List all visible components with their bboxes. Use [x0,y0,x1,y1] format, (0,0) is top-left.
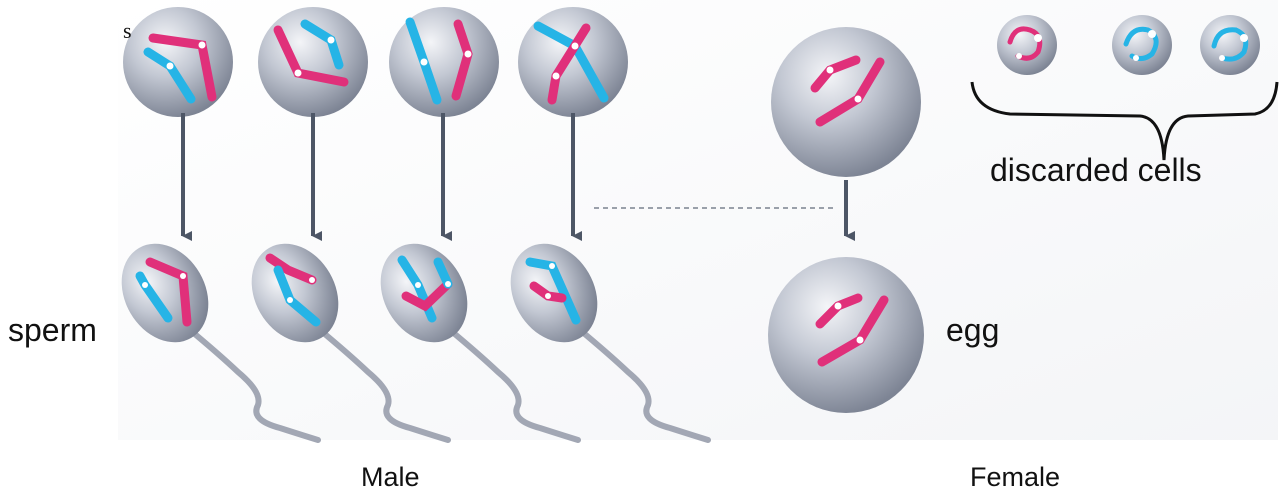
male-precursor-cell-1 [123,7,233,117]
male-precursor-cell-4 [518,7,628,117]
corner-fragment-label: s [123,18,132,44]
egg-cell-icon [768,257,924,413]
female-label: Female [970,462,1060,493]
egg-label: egg [946,312,999,349]
male-precursor-cell-2 [258,7,368,117]
discarded-cells-label: discarded cells [990,152,1202,189]
male-precursor-cell-3 [389,7,499,117]
discarded-cell-2 [1112,15,1172,75]
male-label: Male [361,462,420,493]
discarded-cell-1 [997,15,1057,75]
sperm-label: sperm [8,312,97,349]
female-precursor-cell [771,27,921,177]
discarded-cell-3 [1200,15,1260,75]
